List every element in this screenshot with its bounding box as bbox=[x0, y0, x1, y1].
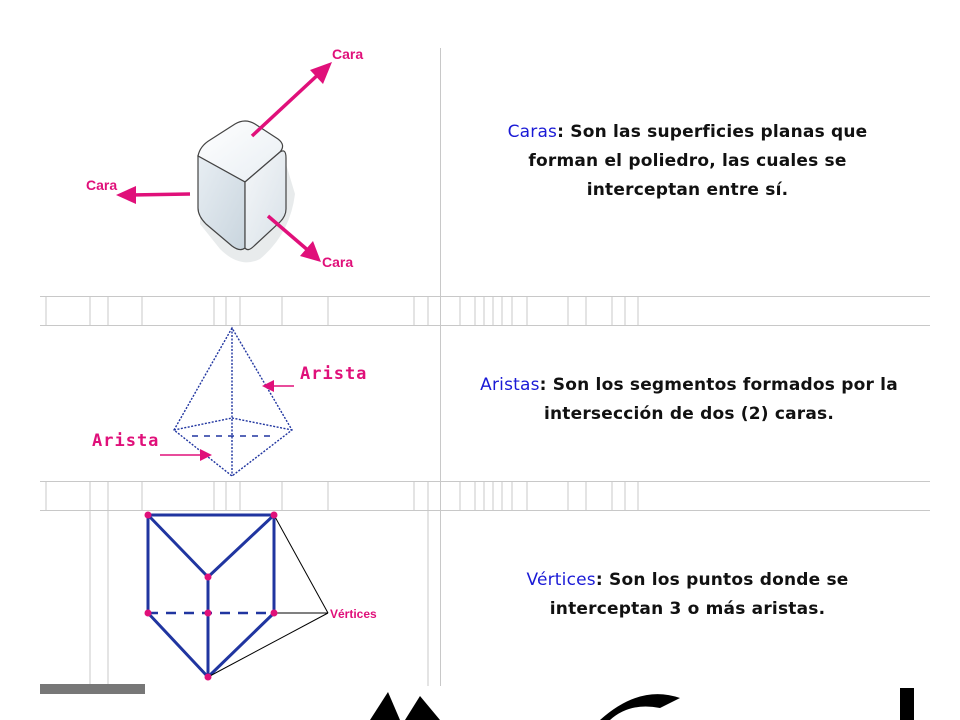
cara-label-left: Cara bbox=[86, 177, 118, 193]
row-divider-mid-2 bbox=[40, 510, 930, 511]
vertex-dot bbox=[204, 573, 212, 581]
aristas-line-2: intersección de dos (2) caras. bbox=[543, 404, 835, 424]
cara-label-top: Cara bbox=[332, 46, 364, 62]
arista-label-right: Arista bbox=[300, 364, 368, 384]
vertices-line-1: Son los puntos donde se bbox=[609, 570, 849, 590]
vertex-dot bbox=[270, 609, 278, 617]
row-divider-mid-1 bbox=[40, 481, 930, 482]
bipyramid-outline bbox=[173, 326, 293, 477]
caras-line-1: Son las superficies planas que bbox=[570, 122, 868, 142]
vertex-dot bbox=[144, 511, 152, 519]
cara-arrow-bottom bbox=[266, 214, 312, 254]
row-divider-top-2 bbox=[40, 325, 930, 326]
vertex-dot bbox=[204, 673, 212, 681]
column-divider bbox=[440, 48, 441, 686]
vertex-dot bbox=[270, 511, 278, 519]
cara-arrow-left bbox=[129, 192, 191, 197]
vertex-dot bbox=[144, 609, 152, 617]
prism-figure bbox=[144, 511, 329, 681]
aristas-line-1: Son los segmentos formados por la bbox=[552, 375, 898, 395]
bottom-cutoff-fragments bbox=[40, 684, 914, 720]
prism-outline bbox=[146, 513, 276, 679]
aristas-description: Aristas: Son los segmentos formados por … bbox=[480, 375, 898, 424]
caras-line-3: interceptan entre sí. bbox=[586, 180, 789, 200]
cara-label-bottom: Cara bbox=[322, 254, 354, 270]
caras-description: Caras: Son las superficies planas que fo… bbox=[507, 122, 868, 200]
vertices-label: Vértices bbox=[330, 607, 377, 621]
arista-label-left: Arista bbox=[92, 431, 160, 451]
vertices-line-2: interceptan 3 o más aristas. bbox=[549, 599, 826, 619]
cube-figure bbox=[116, 62, 332, 263]
cube-left-face bbox=[197, 154, 246, 251]
row-divider-top-1 bbox=[40, 296, 930, 297]
caras-term: Caras bbox=[507, 122, 558, 142]
aristas-term: Aristas bbox=[480, 375, 540, 395]
cube-top-face bbox=[197, 120, 284, 183]
bipyramid-figure bbox=[160, 326, 294, 477]
caras-line-2: forman el poliedro, las cuales se bbox=[528, 151, 847, 171]
cara-arrow-top bbox=[250, 69, 324, 138]
vertices-description: Vértices: Son los puntos donde se interc… bbox=[526, 570, 849, 619]
vertex-dot bbox=[204, 609, 212, 617]
vertices-term: Vértices bbox=[526, 570, 596, 590]
